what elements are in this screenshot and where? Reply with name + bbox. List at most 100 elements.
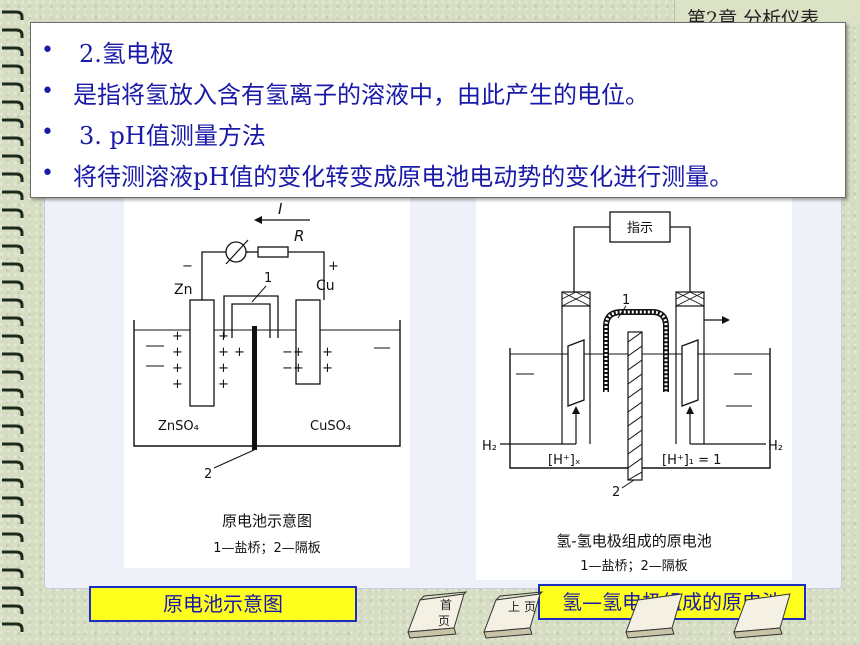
h1-label: [H⁺]₁ = 1 — [662, 453, 721, 468]
svg-text:+: + — [218, 361, 229, 376]
copper-electrode — [295, 299, 321, 385]
binder-ring — [2, 442, 24, 452]
svg-text:−+: −+ — [282, 345, 304, 360]
binder-ring — [2, 352, 24, 362]
prev-label-bottom: 页 — [524, 600, 537, 614]
bullet-text: 2.氢电极 — [79, 40, 174, 68]
zn-label: Zn — [174, 282, 192, 298]
caption-button-galvanic-cell[interactable]: 原电池示意图 — [89, 586, 357, 622]
binder-ring — [2, 172, 24, 182]
binder-ring — [2, 586, 24, 596]
prev-label-top: 上 — [508, 600, 521, 614]
diagram-right-title: 氢-氢电极组成的原电池 — [556, 532, 711, 550]
bullet-text: 3. pH值测量方法 — [79, 122, 266, 150]
bullet-dot: • — [41, 38, 54, 63]
h2-right-label: H₂ — [768, 439, 783, 454]
indicator-label: 指示 — [627, 221, 653, 236]
binder-ring — [2, 82, 24, 92]
binder-ring — [2, 406, 24, 416]
binder-ring — [2, 208, 24, 218]
bullet-dot: • — [41, 120, 54, 145]
bullet-text: 是指将氢放入含有氢离子的溶液中，由此产生的电位。 — [73, 81, 649, 109]
cu-label: Cu — [316, 278, 335, 294]
book-icon — [407, 591, 468, 639]
binder-ring — [2, 190, 24, 200]
bullet-dot: • — [41, 79, 54, 104]
bullet-list: • 2.氢电极 • 是指将氢放入含有氢离子的溶液中，由此产生的电位。 • 3. … — [30, 22, 846, 198]
binder-ring — [2, 514, 24, 524]
h2-left-label: H₂ — [482, 439, 497, 454]
svg-text:+: + — [218, 377, 229, 392]
hx-label: [H⁺]ₓ — [548, 453, 581, 468]
binder-ring — [2, 118, 24, 128]
binder-ring — [2, 370, 24, 380]
home-label-bottom: 页 — [438, 614, 451, 628]
next-page-button[interactable] — [620, 590, 692, 640]
binder-ring — [2, 64, 24, 74]
binder-ring — [2, 568, 24, 578]
svg-text:+: + — [172, 345, 183, 360]
binder-rings — [2, 10, 24, 632]
bullet-item: • 3. pH值测量方法 — [31, 113, 845, 154]
binder-ring — [2, 298, 24, 308]
binder-ring — [2, 532, 24, 542]
bullet-item: • 是指将氢放入含有氢离子的溶液中，由此产生的电位。 — [31, 72, 845, 113]
zinc-electrode — [189, 299, 215, 407]
bullet-dot: • — [41, 161, 54, 186]
diagram-left-legend: 1—盐桥；2—隔板 — [213, 541, 321, 556]
binder-ring — [2, 604, 24, 614]
current-label: I — [278, 200, 283, 218]
svg-text:−+: −+ — [282, 361, 304, 376]
binder-ring — [2, 424, 24, 434]
binder-ring — [2, 46, 24, 56]
resistor-label: R — [294, 227, 304, 245]
resistor-icon — [257, 246, 289, 258]
diagram-right-legend: 1—盐桥；2—隔板 — [580, 559, 688, 574]
binder-ring — [2, 478, 24, 488]
bullet-item: • 将待测溶液pH值的变化转变成原电池电动势的变化进行测量。 — [31, 154, 845, 195]
binder-ring — [2, 226, 24, 236]
binder-ring — [2, 334, 24, 344]
binder-ring — [2, 316, 24, 326]
svg-text:+: + — [218, 345, 229, 360]
chapter-label: 第2章 分析仪表 — [674, 0, 860, 26]
binder-ring — [2, 550, 24, 560]
galvanic-cell-diagram: I R − + Zn Cu 1 ++ +++ ++ ++ −++ −++ ZnS… — [124, 196, 410, 568]
last-page-button[interactable] — [728, 590, 792, 640]
binder-ring — [2, 10, 24, 20]
home-page-button[interactable]: 首 页 — [402, 590, 474, 640]
svg-text:+: + — [172, 361, 183, 376]
binder-ring — [2, 136, 24, 146]
binder-ring — [2, 244, 24, 254]
right-part1-label: 1 — [622, 293, 630, 308]
previous-page-button[interactable]: 上 页 — [478, 590, 550, 640]
svg-text:+: + — [322, 361, 333, 376]
bullet-item: • 2.氢电极 — [31, 31, 845, 72]
book-icon — [625, 593, 683, 639]
svg-text:+: + — [172, 329, 183, 344]
minus-label: − — [182, 259, 193, 274]
binder-ring — [2, 622, 24, 632]
svg-text:+: + — [234, 345, 245, 360]
book-icon — [483, 591, 544, 639]
binder-ring — [2, 100, 24, 110]
book-icon — [733, 593, 791, 639]
salt-bridge — [223, 295, 279, 338]
right-part2-label: 2 — [612, 485, 620, 500]
svg-text:+: + — [218, 329, 229, 344]
bullet-text: 将待测溶液pH值的变化转变成原电池电动势的变化进行测量。 — [73, 163, 734, 191]
binder-ring — [2, 28, 24, 38]
home-label-top: 首 — [440, 598, 453, 612]
divider-plate — [252, 326, 257, 450]
binder-ring — [2, 496, 24, 506]
binder-ring — [2, 154, 24, 164]
indicator-box — [609, 211, 671, 243]
chapter-label-text: 第2章 分析仪表 — [687, 8, 820, 26]
binder-ring — [2, 388, 24, 398]
plus-label: + — [328, 259, 339, 274]
diagram-left-title: 原电池示意图 — [222, 512, 312, 530]
binder-ring — [2, 262, 24, 272]
binder-ring — [2, 280, 24, 290]
hydrogen-cell-diagram: 指示 1 H₂ — [476, 196, 792, 580]
znso4-label: ZnSO₄ — [158, 419, 199, 434]
